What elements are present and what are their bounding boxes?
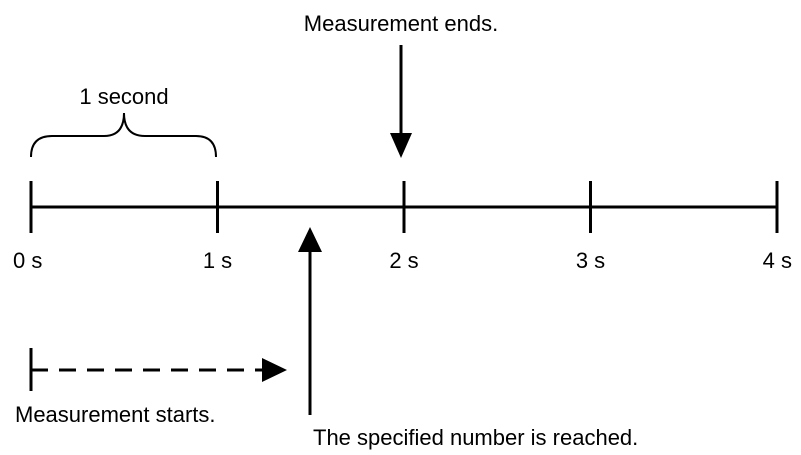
axis-tick-label: 1 s [203,248,232,273]
axis-tick-label: 4 s [763,248,792,273]
specified-number-label: The specified number is reached. [313,425,638,450]
axis-tick-label: 0 s [13,248,42,273]
measurement-ends-arrow-head [390,133,412,158]
axis-tick-label: 2 s [389,248,418,273]
axis-tick-label: 3 s [576,248,605,273]
axis-ticks: 0 s 1 s 2 s 3 s 4 s [13,181,792,273]
interval-brace [30,112,217,158]
measurement-dashed-arrow-head [262,358,287,382]
specified-number-arrow-head [298,227,322,252]
measurement-ends-label: Measurement ends. [304,11,498,36]
interval-label: 1 second [79,84,168,109]
measurement-starts-label: Measurement starts. [15,402,216,427]
